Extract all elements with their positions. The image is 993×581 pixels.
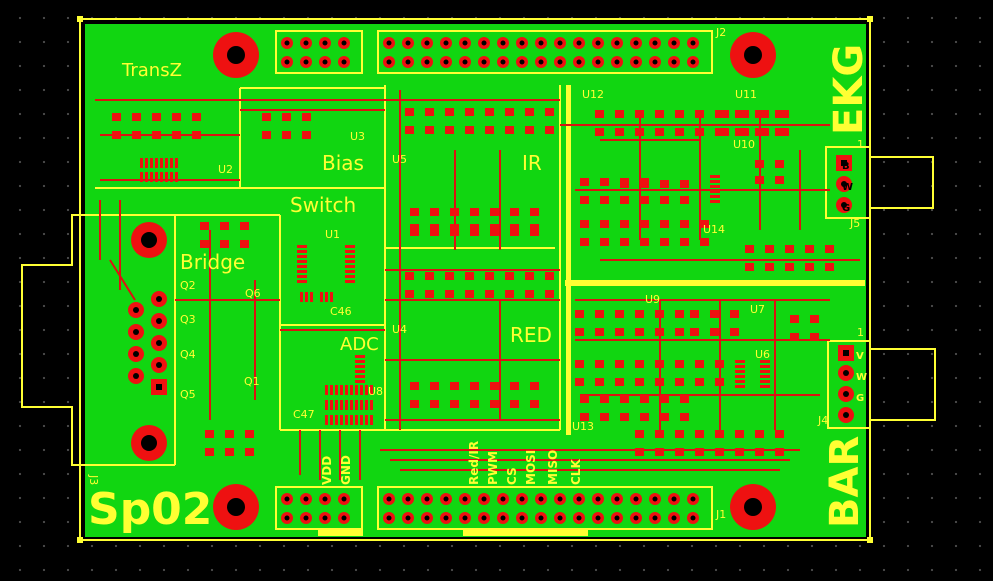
ic-designator: U3 [350, 130, 365, 143]
ic-designator: U4 [392, 323, 407, 336]
j4-pin-label: W [856, 372, 867, 383]
ic-designator: U5 [392, 153, 407, 166]
ic-designator: U7 [750, 303, 765, 316]
transistor-designator: Q5 [180, 388, 196, 401]
transistor-designator: Q3 [180, 313, 196, 326]
transistor-designator: Q6 [245, 287, 261, 300]
j5-pin-label: B [842, 161, 850, 172]
db-connector-j3 [21, 214, 176, 466]
board-outline [79, 18, 871, 541]
label-switch: Switch [290, 193, 356, 217]
label-j5: J5 [849, 217, 860, 230]
label-bias: Bias [322, 151, 364, 175]
signal-label: VDD [320, 456, 334, 485]
ic-designator: U9 [645, 293, 660, 306]
signal-label: GND [339, 455, 353, 485]
signal-label: Red/IR [467, 441, 481, 485]
label-bridge: Bridge [180, 250, 245, 274]
ic-designator: U10 [733, 138, 755, 151]
transistor-designator: Q4 [180, 348, 196, 361]
j5-pin-label: G [842, 203, 850, 214]
bus-bar-vertical [566, 85, 571, 435]
label-pin-one-j4: 1 [857, 326, 864, 339]
transistor-designator: Q2 [180, 279, 196, 292]
section-dividers [95, 85, 561, 431]
label-j4: J4 [817, 414, 828, 427]
j5-pin-label: W [842, 182, 853, 193]
signal-label: MOSI [524, 450, 538, 485]
pads-layer [112, 108, 834, 456]
jack-j5 [825, 146, 934, 219]
label-ekg: EKG [826, 44, 872, 135]
signal-label: PWM [486, 451, 500, 485]
ic-designator: U8 [368, 385, 383, 398]
label-j1: J1 [715, 508, 726, 521]
j4-pin-label: G [856, 393, 864, 404]
label-pin-one-j5: 1 [857, 138, 864, 151]
label-j2: J2 [715, 26, 726, 39]
j4-pin-label: V [856, 351, 864, 362]
signal-label: MISO [546, 450, 560, 485]
ic-designator: U12 [582, 88, 604, 101]
label-transz: TransZ [121, 60, 182, 81]
capacitor-designator: C46 [330, 305, 352, 318]
label-ir: IR [522, 151, 542, 175]
label-spo2: Sp02 [88, 484, 212, 535]
ic-designator: U2 [218, 163, 233, 176]
label-bar: BAR [822, 436, 868, 528]
capacitor-designator: C47 [293, 408, 315, 421]
jack-j4 [827, 340, 936, 429]
ic-designator: U13 [572, 420, 594, 433]
ic-designator: U11 [735, 88, 757, 101]
signal-label: CLK [569, 459, 583, 485]
ic-designator: U14 [703, 223, 725, 236]
signal-label: CS [505, 467, 519, 485]
transistor-designator: Q1 [244, 375, 260, 388]
label-red: RED [510, 323, 552, 347]
mounting-holes [213, 32, 776, 530]
bus-bar-right [565, 280, 865, 286]
ic-designator: U1 [325, 228, 340, 241]
ic-designator: U6 [755, 348, 770, 361]
label-adc: ADC [340, 334, 379, 355]
label-j3: J3 [87, 474, 100, 485]
header-pins [275, 30, 713, 530]
